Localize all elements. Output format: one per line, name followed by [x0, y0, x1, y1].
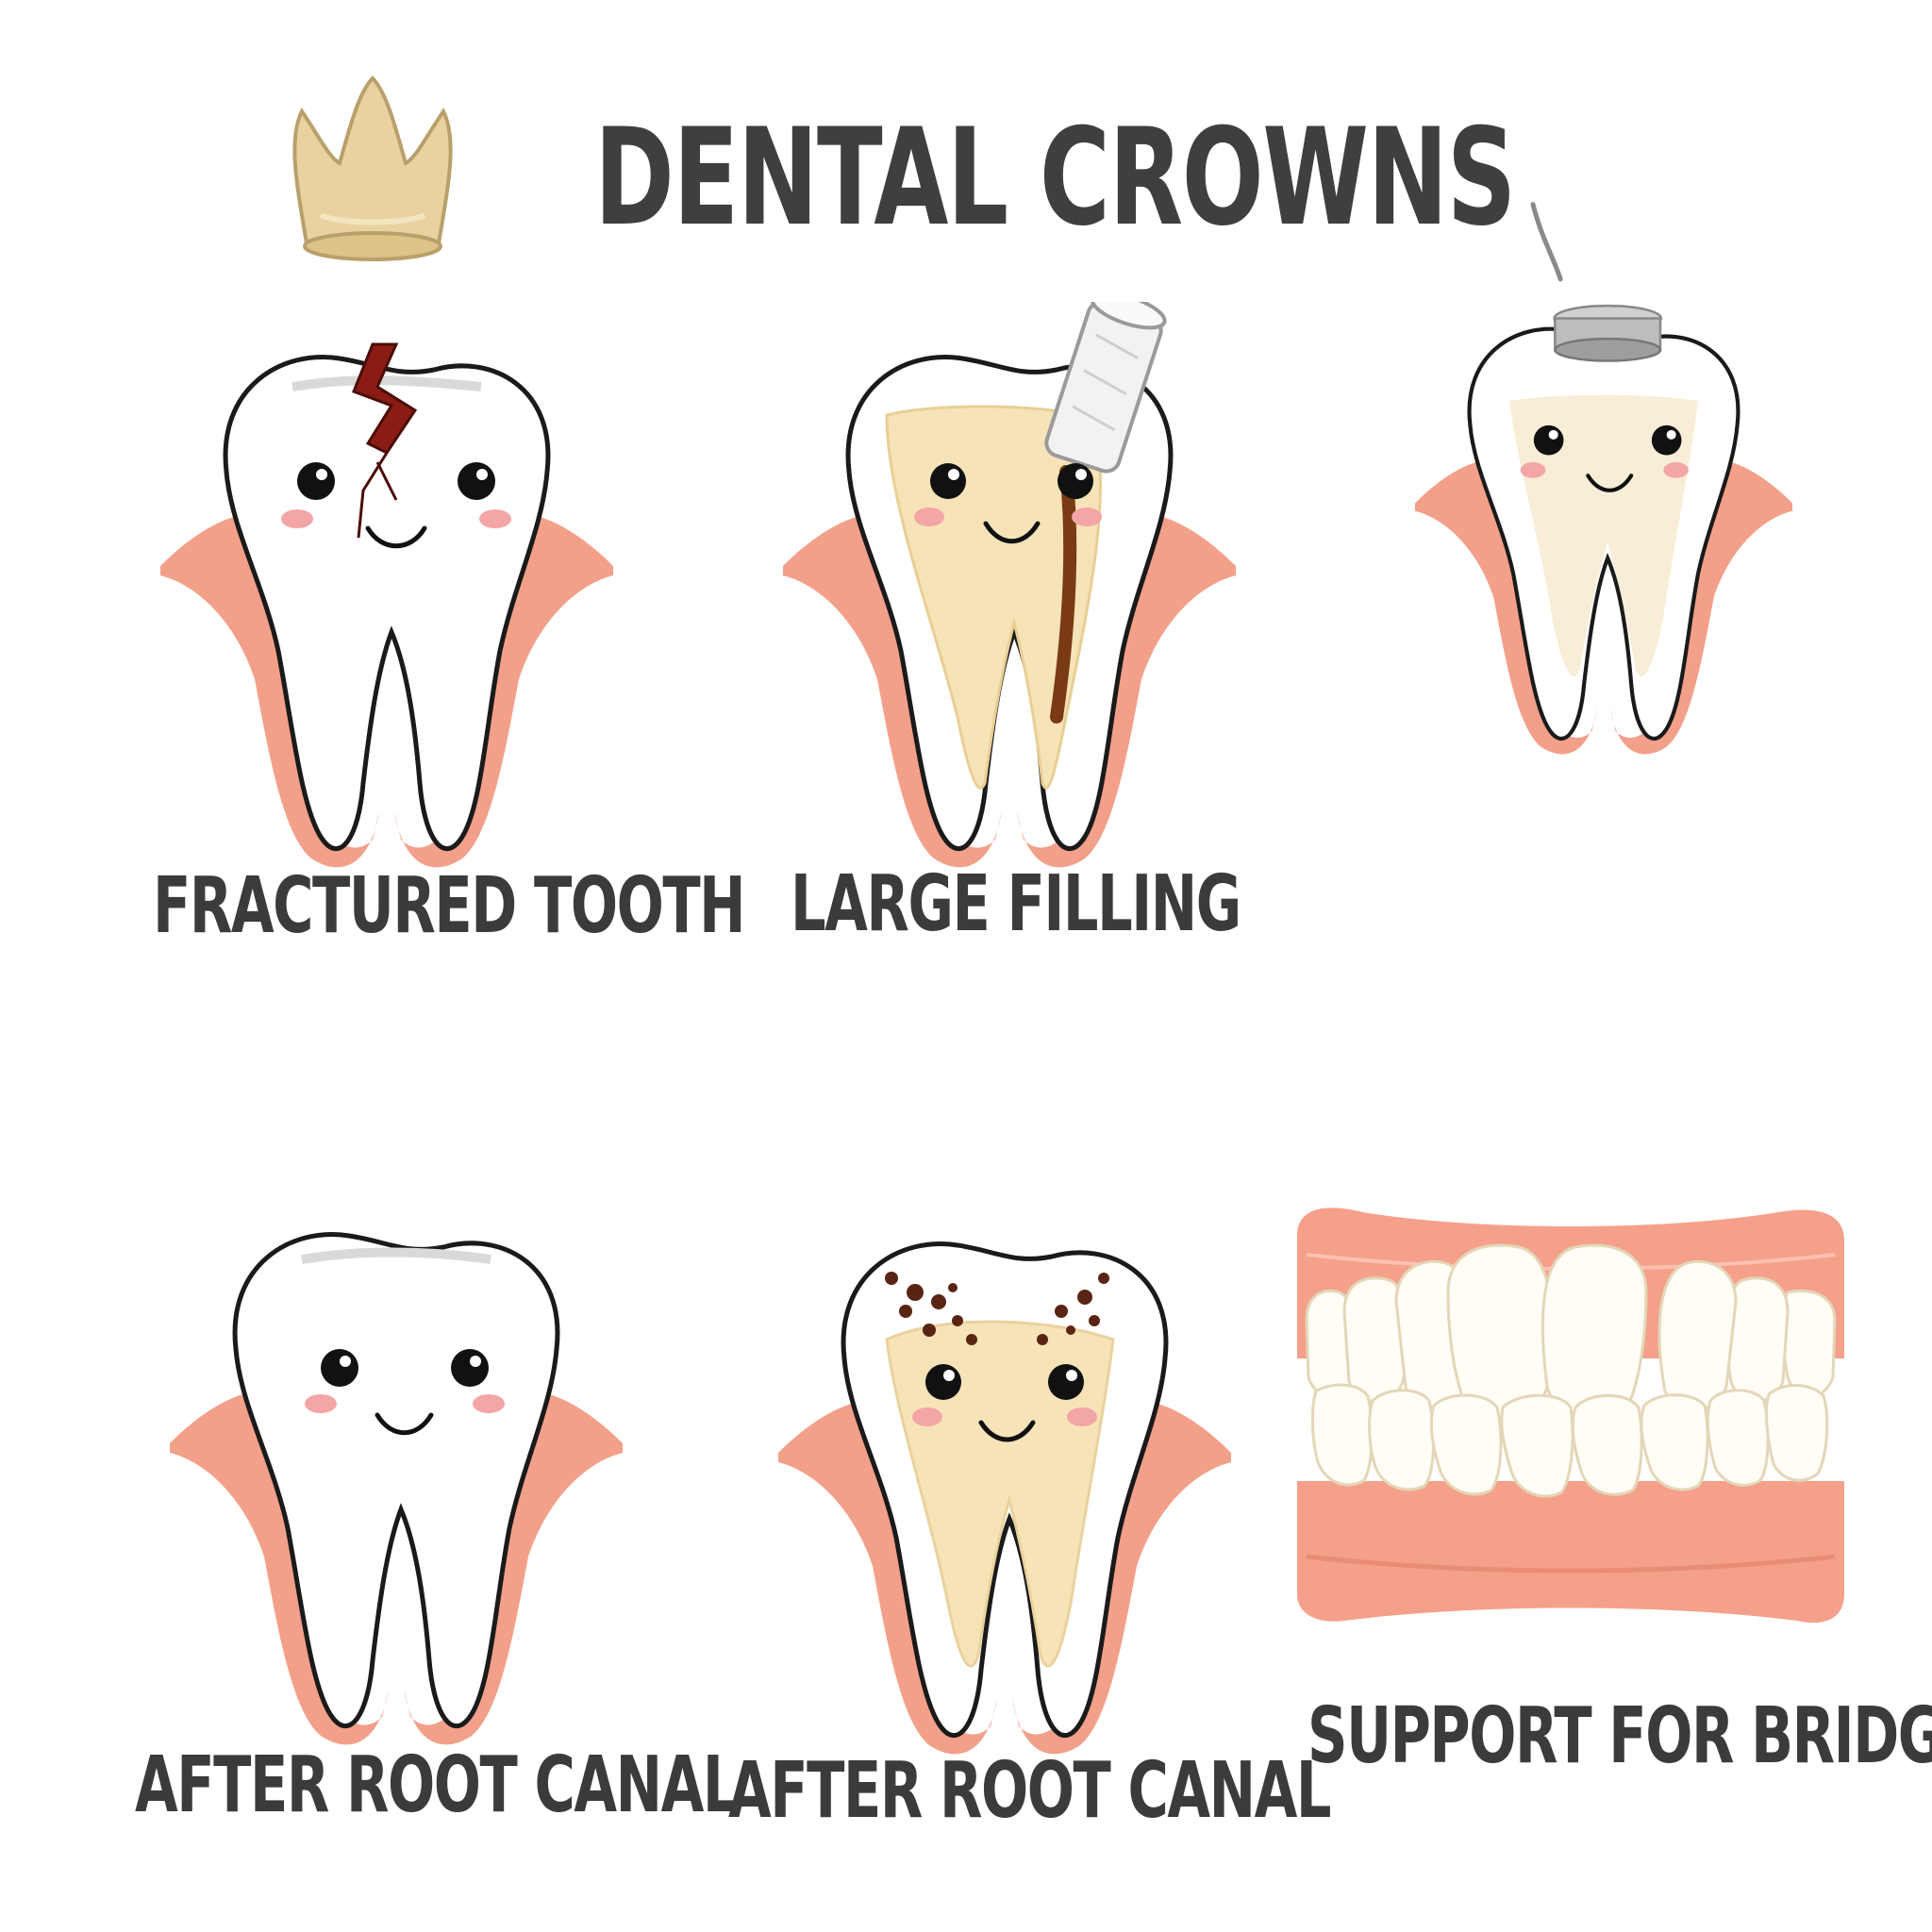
root-canal-tooth: [132, 1179, 660, 1745]
fractured-tooth: [123, 302, 651, 868]
large-filling-tooth: [745, 291, 1274, 868]
label-after-root-canal-2: AFTER ROOT CANAL: [728, 1746, 1331, 1836]
label-support-for-bridge: SUPPORT FOR BRIDGE: [1307, 1691, 1932, 1781]
label-fractured-tooth: FRACTURED TOOTH: [153, 861, 746, 951]
crown-icon: [292, 75, 453, 261]
bridge-dentures: [1288, 1198, 1854, 1632]
label-large-filling: LARGE FILLING: [791, 859, 1241, 949]
decay-tooth: [741, 1189, 1269, 1755]
implant-tooth: [1340, 189, 1868, 755]
page-title: DENTAL CROWNS: [594, 100, 1516, 256]
label-after-root-canal-1: AFTER ROOT CANAL: [135, 1740, 738, 1830]
